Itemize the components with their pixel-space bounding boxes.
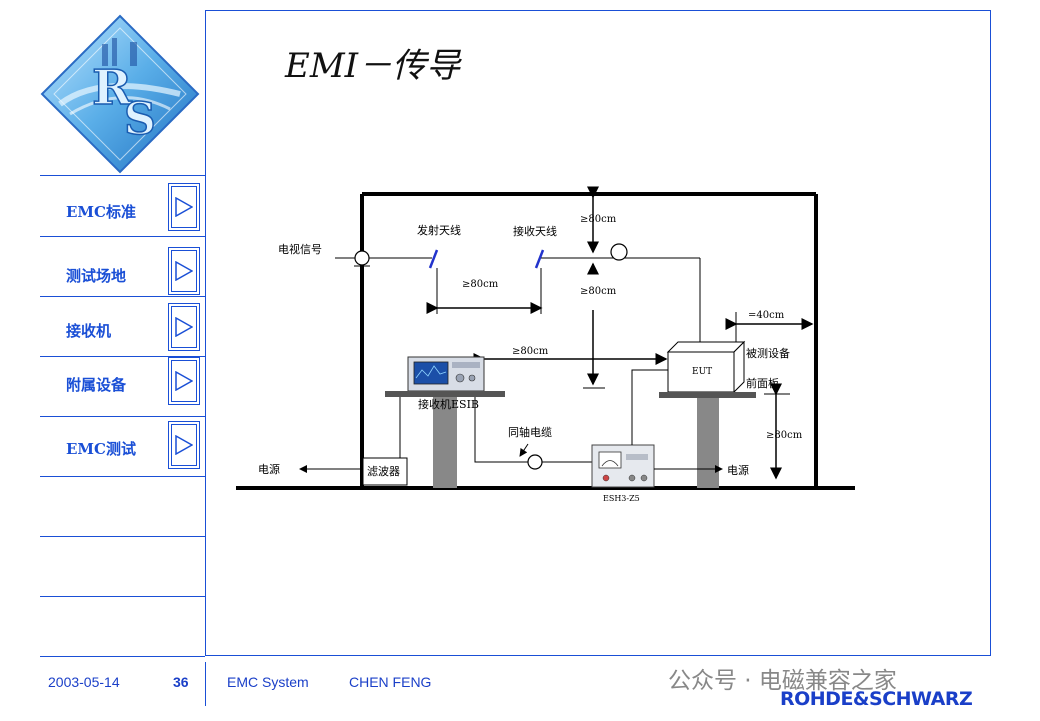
sidebar-divider (40, 596, 205, 597)
antenna-distance-label: ≥80cm (462, 279, 499, 290)
play-arrow-icon (175, 261, 193, 281)
sidebar-divider (40, 356, 205, 357)
lisn-esh3-z5-device (591, 444, 655, 488)
table-height-dimension (764, 383, 790, 480)
eut-label: EUT (692, 367, 712, 377)
footer-divider (205, 662, 206, 706)
svg-text:S: S (124, 94, 156, 145)
sidebar-divider (40, 536, 205, 537)
power-left-label: 电源 (258, 462, 280, 476)
tv-signal-label: 电视信号 (278, 242, 322, 256)
filter-box (362, 457, 408, 486)
coax-label: 同轴电缆 (508, 425, 552, 439)
side-distance-dimension (725, 312, 814, 344)
receiver-esib-device (407, 356, 485, 392)
eut-name-label: 被测设备 (746, 346, 790, 360)
svg-text:R: R (92, 60, 133, 116)
watermark: 公众号 · 电磁兼容之家 (668, 668, 897, 694)
rx-antenna-cable (541, 243, 701, 345)
tx-antenna-icon (428, 249, 439, 269)
page-title: EMI－传导 (285, 46, 461, 86)
tv-signal-line (335, 250, 432, 267)
eut-box (666, 340, 746, 394)
play-arrow-icon (175, 197, 193, 217)
receiver-table (385, 391, 505, 488)
play-arrow-icon (175, 371, 193, 391)
eut-power-cable (631, 369, 668, 445)
footer-date: 2003-05-14 (48, 674, 120, 690)
front-panel-label: 前面板 (746, 376, 779, 390)
brand-logo-text: ROHDE&SCHWARZ (780, 688, 973, 710)
sidebar-divider (40, 296, 205, 297)
sidebar-divider (40, 236, 205, 237)
play-arrow-button[interactable] (168, 247, 200, 295)
play-arrow-icon (175, 317, 193, 337)
sidebar-item-label: 测试场地 (66, 267, 127, 285)
footer-author: CHEN FENG (349, 674, 432, 690)
power-right-label: 电源 (727, 463, 749, 477)
footer-system: EMC System (227, 674, 309, 690)
play-arrow-icon (175, 435, 193, 455)
side-distance-label: =40cm (748, 310, 785, 321)
emi-conducted-setup-diagram: 电视信号 发射天线 接收天线 ≥80cm ≥80cm ≥80cm ≥80cm =… (236, 186, 855, 503)
sidebar-divider (40, 416, 205, 417)
receiver-eut-distance-label: ≥80cm (512, 346, 549, 357)
eut-table (659, 392, 756, 488)
sidebar-item-label: 附属设备 (66, 376, 127, 394)
sidebar-divider (40, 476, 205, 477)
mid-distance-label: ≥80cm (580, 286, 617, 297)
page-number: 36 (173, 674, 189, 690)
rx-antenna-label: 接收天线 (513, 224, 557, 238)
tx-antenna-label: 发射天线 (417, 223, 461, 237)
sidebar-divider (40, 175, 205, 176)
antenna-height-dimension (583, 310, 605, 389)
play-arrow-button[interactable] (168, 303, 200, 351)
sidebar-divider (40, 656, 205, 657)
filter-label: 滤波器 (367, 465, 400, 478)
rx-antenna-icon (534, 249, 545, 269)
antenna-distance-dimension (426, 268, 543, 314)
shielded-room (360, 192, 818, 488)
sidebar-item-label: EMC标准 (66, 203, 136, 221)
receiver-label: 接收机ESIB (418, 397, 479, 411)
rs-logo: R S (40, 14, 200, 174)
play-arrow-button[interactable] (168, 357, 200, 405)
ceiling-distance-dimension (575, 186, 605, 275)
sidebar-item-label: EMC测试 (66, 440, 136, 458)
lisn-label: ESH3-Z5 (603, 494, 640, 503)
sidebar-item-label: 接收机 (66, 322, 112, 340)
top-distance-label: ≥80cm (580, 214, 617, 225)
play-arrow-button[interactable] (168, 421, 200, 469)
table-height-label: ≥80cm (766, 430, 803, 441)
play-arrow-button[interactable] (168, 183, 200, 231)
content-frame (205, 10, 991, 656)
coax-cable (474, 397, 592, 470)
